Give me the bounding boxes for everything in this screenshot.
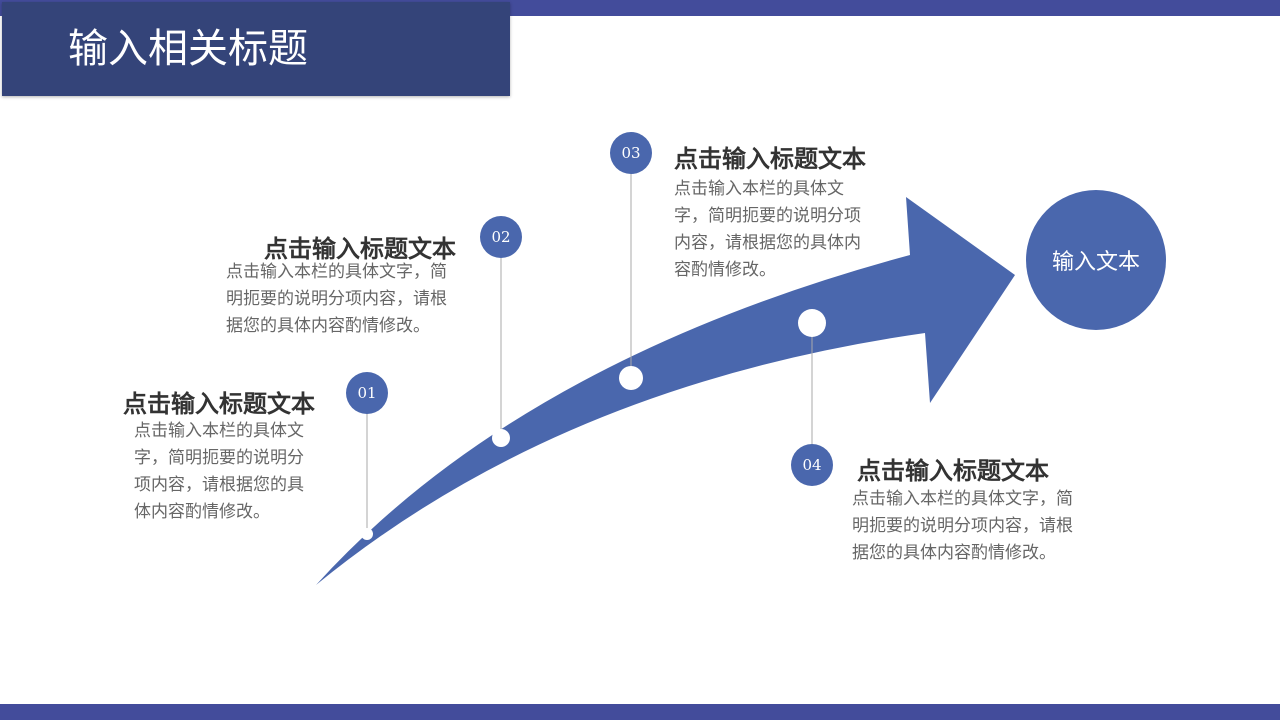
step-number-03: 03 <box>610 132 652 174</box>
step-body-04[interactable]: 点击输入本栏的具体文字，简明扼要的说明分项内容，请根据您的具体内容酌情修改。 <box>852 489 1073 563</box>
step-number-02: 02 <box>480 216 522 258</box>
step-heading-01[interactable]: 点击输入标题文本 <box>123 389 315 418</box>
arrow-dot-03 <box>619 366 643 390</box>
bottom-bar <box>0 704 1280 720</box>
step-body-01[interactable]: 点击输入本栏的具体文字，简明扼要的说明分项内容，请根据您的具体内容酌情修改。 <box>134 421 304 522</box>
step-heading-03[interactable]: 点击输入标题文本 <box>674 144 866 173</box>
step-number-01: 01 <box>346 372 388 414</box>
step-heading-04[interactable]: 点击输入标题文本 <box>857 456 1049 485</box>
goal-label[interactable]: 输入文本 <box>1051 250 1140 275</box>
curved-arrow <box>316 197 1015 585</box>
arrow-dot-02 <box>492 429 510 447</box>
arrow-dot-04 <box>798 309 826 337</box>
step-heading-02[interactable]: 点击输入标题文本 <box>264 234 456 263</box>
page-title[interactable]: 输入相关标题 <box>68 26 308 72</box>
arrow-dot-01 <box>361 528 373 540</box>
step-body-03[interactable]: 点击输入本栏的具体文字，简明扼要的说明分项内容，请根据您的具体内容酌情修改。 <box>674 179 861 280</box>
step-body-02[interactable]: 点击输入本栏的具体文字，简明扼要的说明分项内容，请根据您的具体内容酌情修改。 <box>226 262 447 336</box>
title-box: 输入相关标题 <box>2 2 510 96</box>
step-number-04: 04 <box>791 444 833 486</box>
goal-circle: 输入文本 <box>1026 190 1166 330</box>
